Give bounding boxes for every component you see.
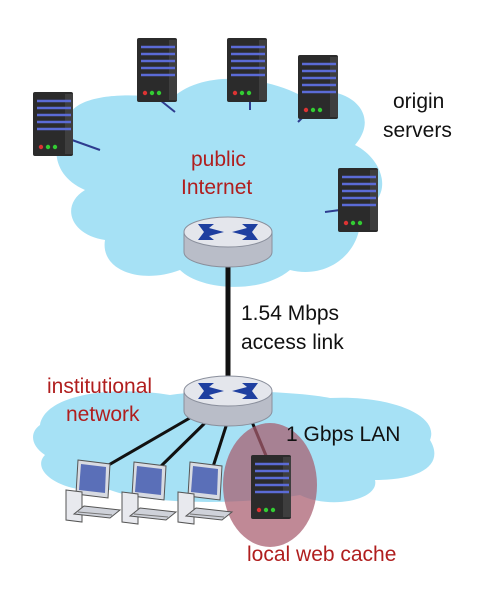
origin-servers-label-2: servers: [383, 119, 452, 142]
access-link-label-1: 1.54 Mbps: [241, 302, 339, 325]
origin-server-5: [336, 166, 380, 234]
institutional-router-icon: [183, 375, 273, 427]
origin-server-2: [135, 36, 179, 104]
origin-server-1: [31, 90, 75, 158]
public-internet-cloud: [56, 78, 383, 287]
origin-server-3: [225, 36, 269, 104]
institutional-network-label-2: network: [66, 403, 140, 426]
origin-server-4: [296, 53, 340, 121]
local-web-cache-label: local web cache: [247, 543, 396, 566]
origin-servers-label-1: origin: [393, 90, 444, 113]
institutional-network-label-1: institutional: [47, 375, 152, 398]
access-link-label-2: access link: [241, 331, 344, 354]
local-web-cache-server-icon: [249, 453, 293, 521]
public-internet-label-2: Internet: [181, 176, 252, 199]
public-internet-label-1: public: [191, 148, 246, 171]
internet-router-icon: [183, 216, 273, 268]
lan-speed-label: 1 Gbps LAN: [286, 423, 400, 446]
